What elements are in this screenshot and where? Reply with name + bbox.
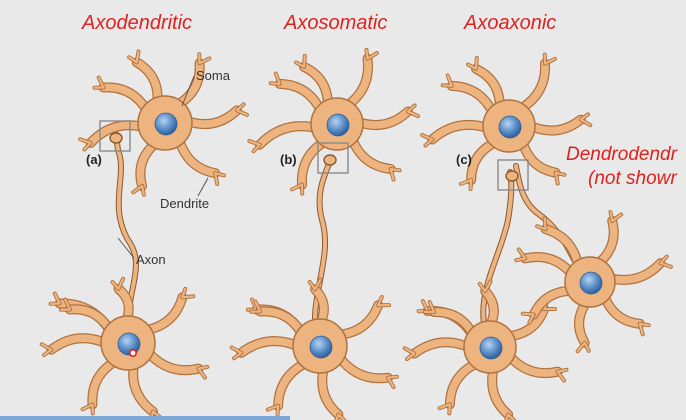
neuron-b-top	[249, 50, 418, 194]
dendrodendritic-note: (not showr	[588, 168, 677, 190]
dendrite	[414, 342, 472, 353]
nucleus	[155, 113, 177, 135]
soma-label: Soma	[196, 68, 230, 83]
axon-terminal-c	[506, 171, 518, 181]
axon-terminal-b	[324, 155, 336, 165]
dendrite-tip	[215, 173, 224, 184]
panel-label-a: (a)	[86, 152, 102, 167]
dendrite-label: Dendrite	[160, 196, 209, 211]
title-axoaxonic: Axoaxonic	[464, 12, 556, 35]
neuron-c-right	[516, 212, 671, 351]
dendrite	[432, 125, 491, 140]
dendrite-leader	[198, 178, 208, 196]
dendrite-tip	[556, 173, 565, 184]
title-axodendritic: Axodendritic	[82, 12, 192, 35]
panel-label-b: (b)	[280, 152, 297, 167]
axon-terminal-a	[110, 133, 122, 143]
title-axosomatic: Axosomatic	[284, 12, 387, 35]
nucleus	[499, 116, 521, 138]
neuron-a-bottom	[42, 279, 208, 420]
nucleus	[580, 272, 602, 294]
progress-strip	[0, 416, 290, 420]
nucleus	[327, 114, 349, 136]
nucleus	[310, 336, 332, 358]
cursor-marker	[130, 350, 136, 356]
neuron-c-top	[422, 55, 590, 189]
nucleus	[480, 337, 502, 359]
title-dendrodendritic: Dendrodendr	[566, 144, 677, 166]
panel-label-c: (c)	[456, 152, 472, 167]
axon-label: Axon	[136, 252, 166, 267]
